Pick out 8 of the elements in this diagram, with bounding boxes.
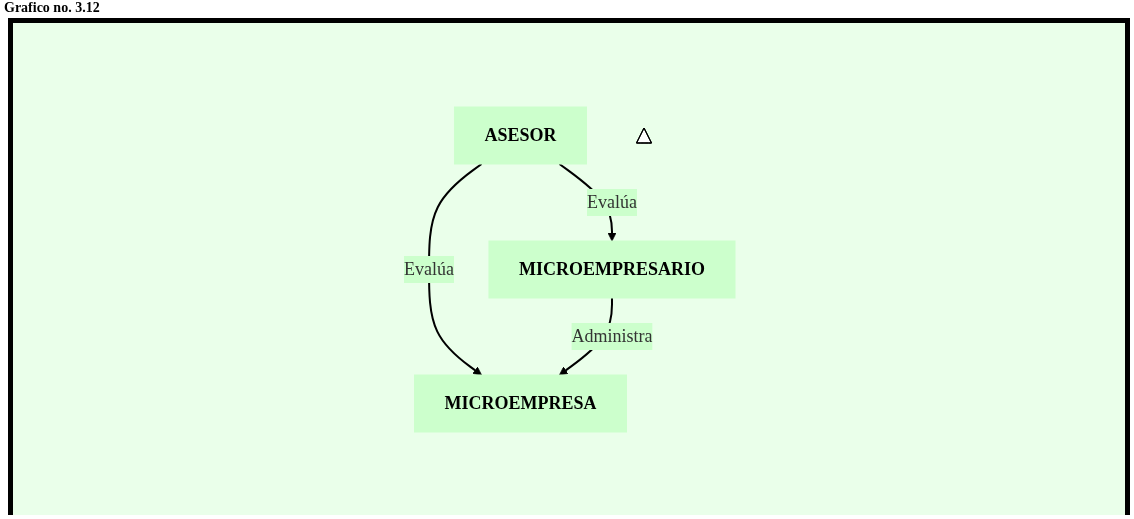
node-box: MICROEMPRESARIO — [488, 240, 735, 298]
node-box: MICROEMPRESA — [413, 374, 627, 432]
edge-label: Evalúa — [586, 191, 637, 212]
arrow — [427, 162, 483, 375]
edge-label: Administra — [570, 325, 652, 346]
edge-label: Evalúa — [403, 258, 454, 279]
node-box: ASESOR — [453, 106, 587, 164]
diagram-title: Grafico no. 3.12 — [4, 0, 100, 16]
